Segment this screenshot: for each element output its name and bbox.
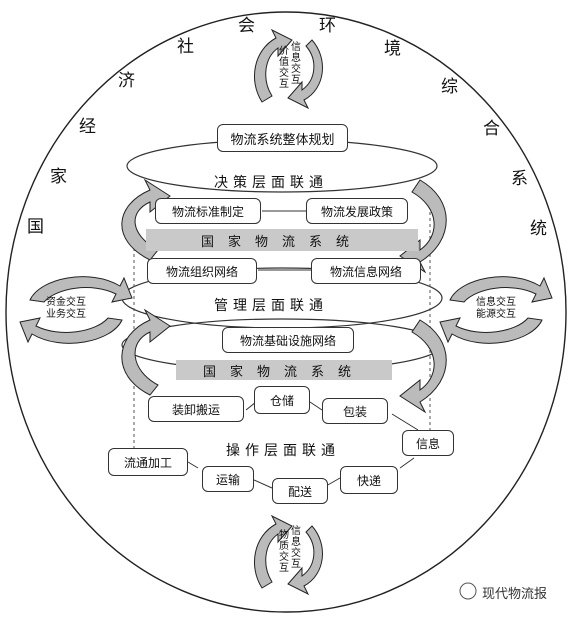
right-exchange-label: 信息交互能源交互: [476, 297, 516, 320]
transport-box: 运输: [202, 466, 254, 492]
bottom-exchange-label-2: 信息交互: [291, 526, 301, 570]
management-layer-label: 管理层面联通: [214, 298, 328, 314]
ring-char: 家: [50, 167, 67, 187]
national-band-lower: 国家物流系统: [176, 360, 392, 380]
bottom-cycle-arrow-right: [287, 525, 323, 596]
left-exchange-label: 资金交互业务交互: [46, 297, 86, 320]
top-exchange-label-2: 信息交互: [291, 42, 301, 86]
ring-char: 合: [483, 119, 500, 139]
brand-label: 现代物流报: [482, 587, 548, 602]
ring-char: 统: [530, 219, 547, 239]
ring-char: 经: [79, 117, 96, 137]
infrastructure-box: 物流基础设施网络: [222, 327, 354, 353]
right-cycle-arrow-top: [449, 276, 553, 303]
information-box: 信息: [402, 430, 454, 456]
ring-char: 社: [177, 37, 194, 57]
decision-layer-label: 决策层面联通: [214, 175, 328, 191]
information-network-box: 物流信息网络: [311, 258, 421, 284]
organization-network-box: 物流组织网络: [147, 258, 257, 284]
top-cycle-arrow-right: [287, 39, 323, 110]
right-inner-arrow-2: [399, 319, 447, 414]
right-cycle-arrow-bottom: [439, 317, 543, 344]
connector-ops-2: [309, 401, 323, 411]
bottom-cycle-arrow-left: [254, 514, 293, 589]
ring-char: 济: [118, 71, 135, 91]
left-inner-arrow-2: [121, 308, 171, 396]
storage-box: 仓储: [254, 386, 310, 414]
top-exchange-label-1: 价值交互: [279, 46, 289, 90]
connector-ops-4: [399, 457, 415, 469]
standards-box: 物流标准制定: [155, 198, 261, 224]
left-cycle-arrow-top: [29, 276, 133, 303]
connector-ops-3: [391, 413, 419, 431]
packaging-box: 包装: [322, 398, 388, 424]
ring-char: 会: [238, 16, 255, 36]
connector-ops-6: [253, 479, 273, 489]
brand-icon: [459, 582, 477, 600]
bottom-exchange-label-1: 物质交互: [279, 530, 289, 574]
ring-char: 境: [384, 39, 401, 59]
top-cycle-arrow-left: [254, 28, 293, 103]
ring-char: 国: [27, 217, 44, 237]
ring-char: 综: [441, 77, 458, 97]
connector-ops-5: [325, 477, 341, 487]
connector-ops-7: [187, 461, 199, 469]
processing-box: 流通加工: [108, 448, 188, 476]
express-box: 快递: [340, 466, 398, 494]
operation-layer-label: 操作层面联通: [226, 443, 340, 459]
ring-char: 系: [511, 169, 528, 189]
handling-box: 装卸搬运: [148, 396, 244, 422]
delivery-box: 配送: [272, 478, 328, 504]
left-cycle-arrow-bottom: [19, 317, 123, 344]
ring-char: 环: [319, 16, 336, 36]
outer-ellipse: [5, 11, 567, 613]
system-plan-box: 物流系统整体规划: [217, 124, 348, 152]
national-band-upper: 国家物流系统: [146, 229, 418, 251]
policy-box: 物流发展政策: [306, 198, 408, 224]
